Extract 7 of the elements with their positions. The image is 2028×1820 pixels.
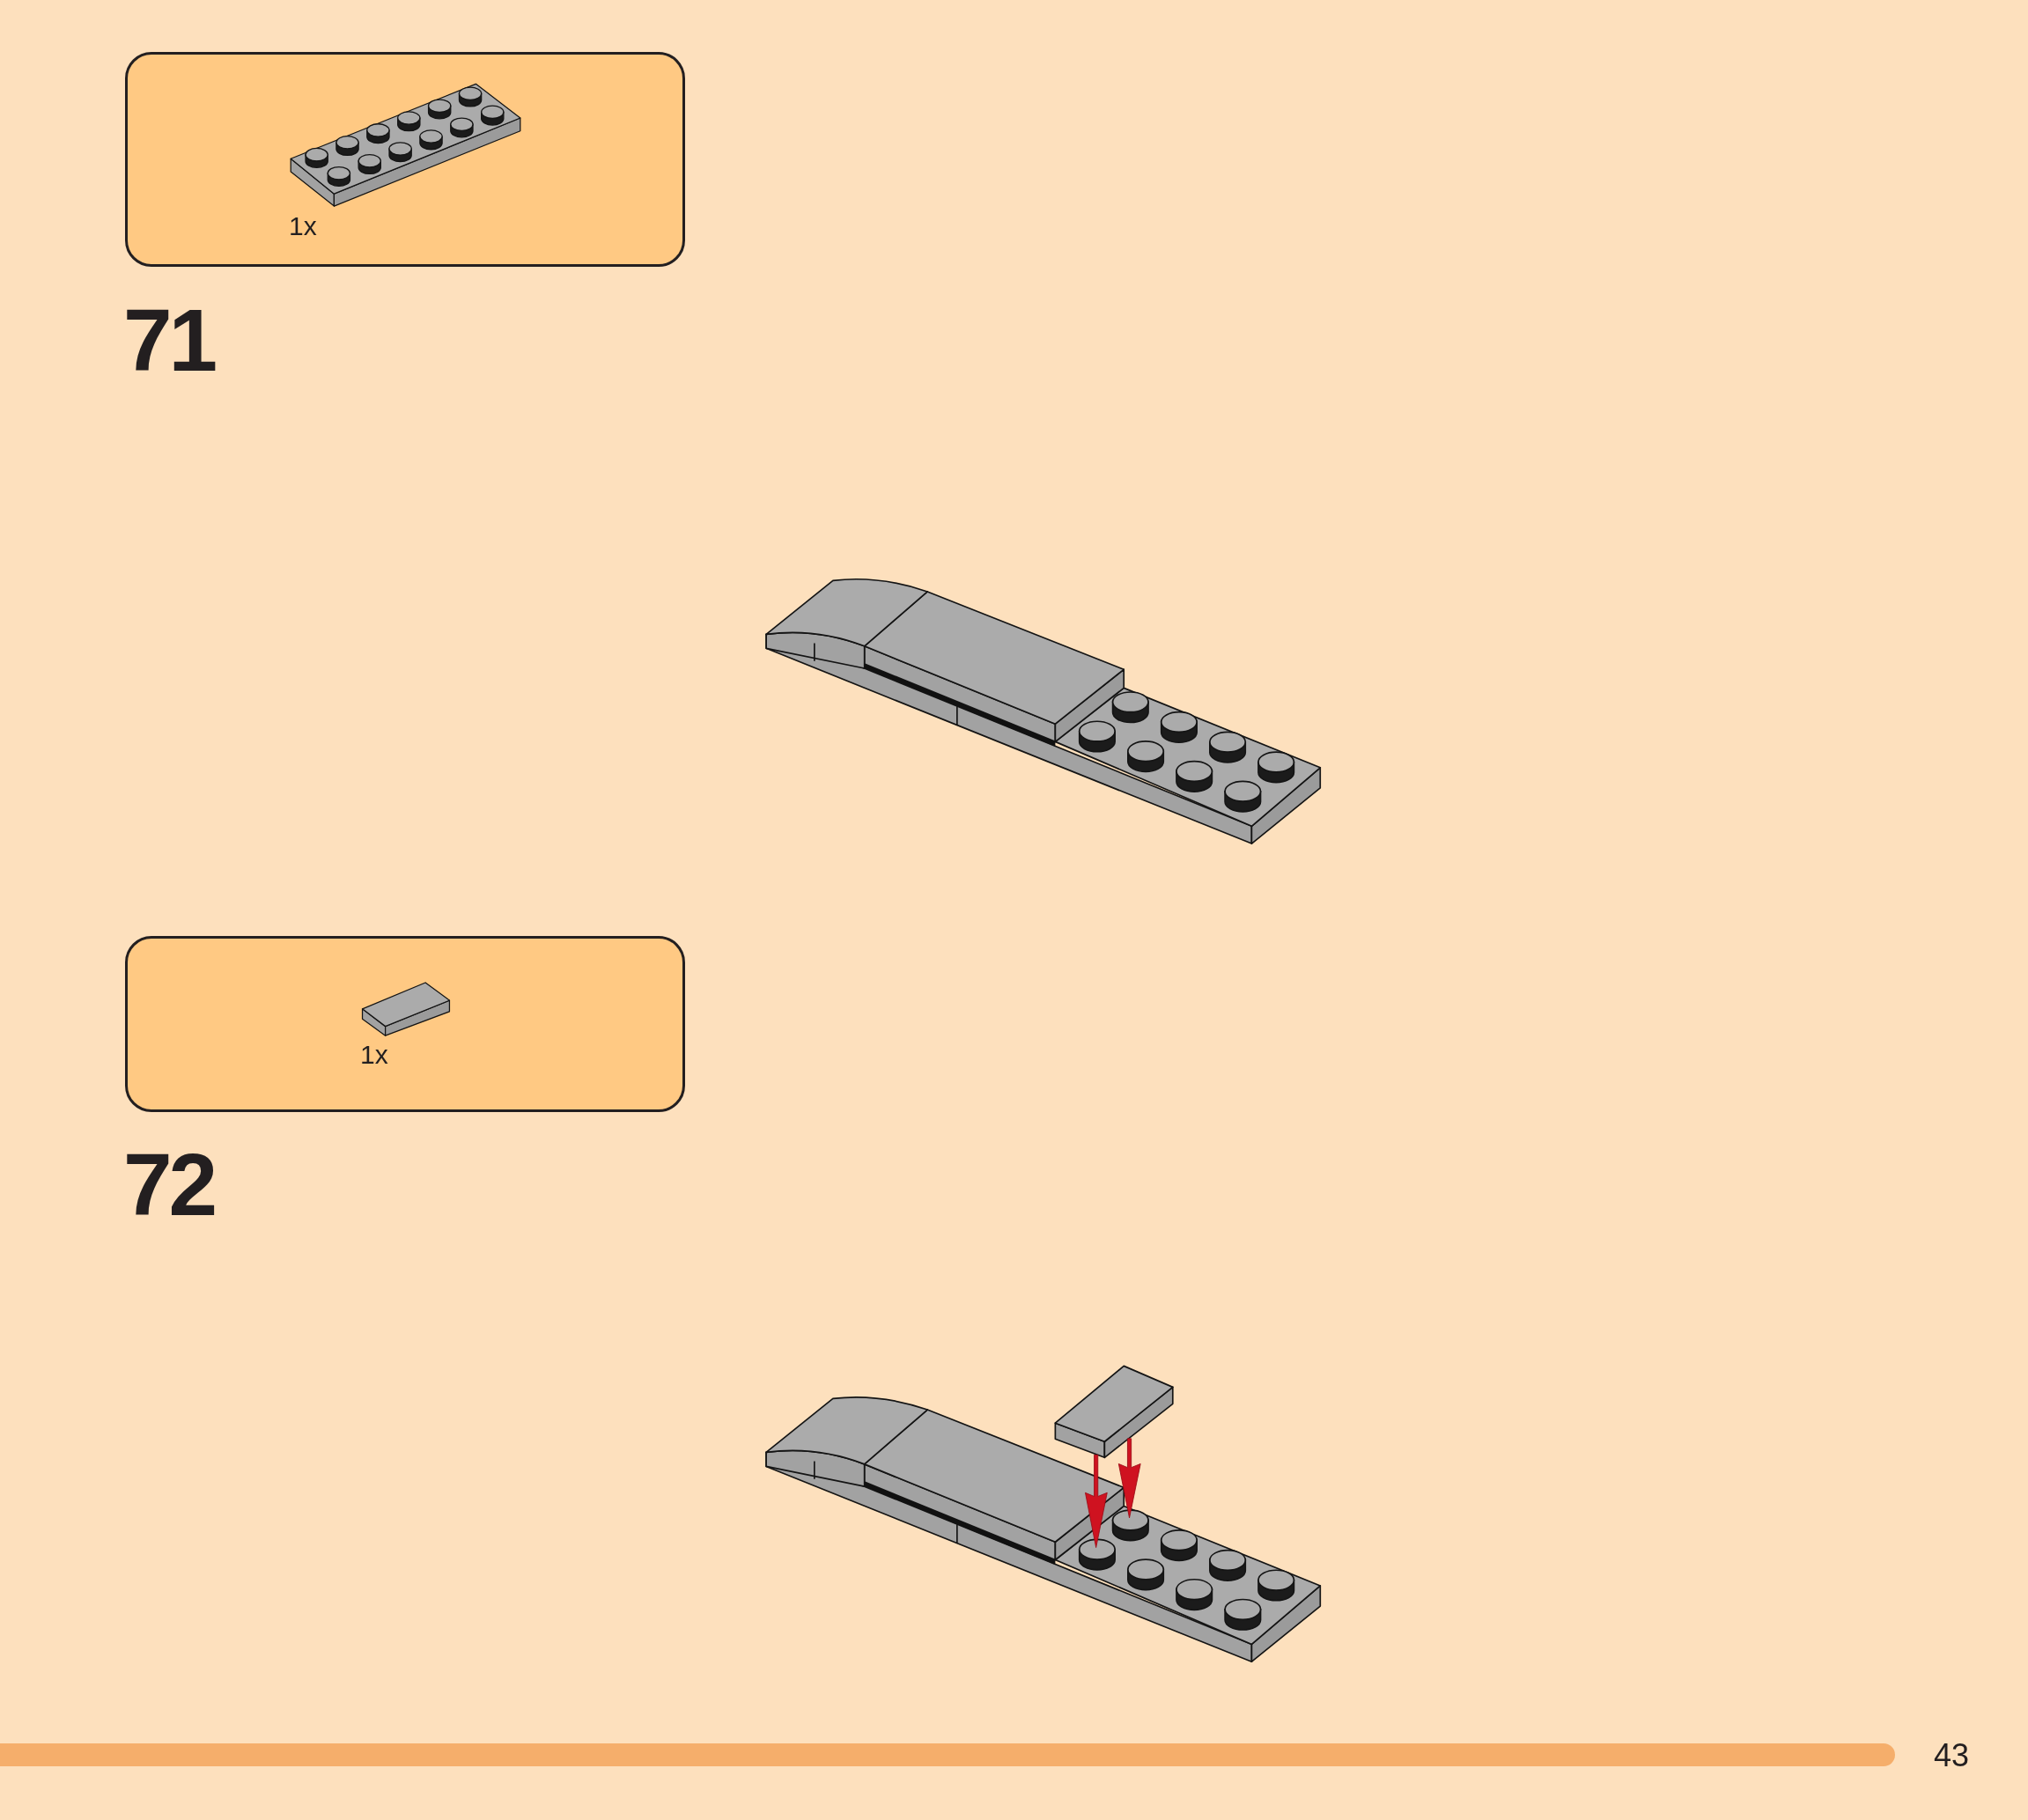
step-number: 71 [123,296,215,384]
step-number: 72 [123,1140,215,1228]
parts-list-box [125,936,685,1112]
part-quantity: 1x [289,213,317,239]
parts-list-box [125,52,685,267]
part-quantity: 1x [360,1042,388,1068]
page-number: 43 [1934,1740,1970,1772]
